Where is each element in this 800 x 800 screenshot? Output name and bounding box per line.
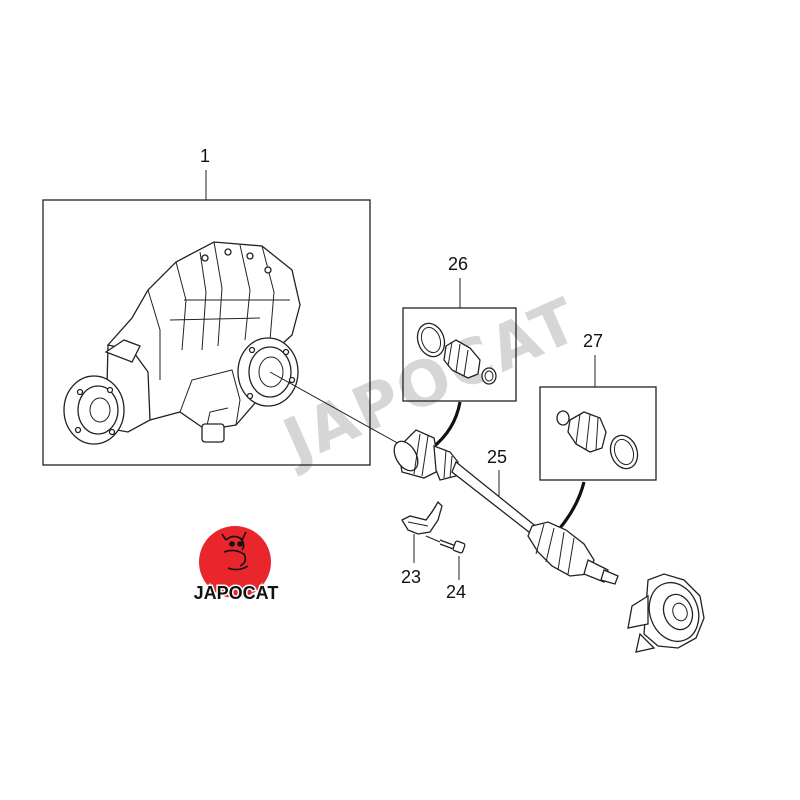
differential-assembly: [63, 241, 301, 445]
callout-1-label: 1: [200, 146, 210, 166]
clip-bolt: [425, 535, 466, 554]
callout-1[interactable]: 1: [200, 146, 210, 200]
outer-boot-kit: [556, 410, 639, 470]
logo-text: JAPOCAT: [194, 583, 279, 603]
callout-25-label: 25: [487, 447, 507, 467]
leader-diff-to-shaft: [269, 371, 411, 451]
callout-27-label: 27: [583, 331, 603, 351]
callout-24[interactable]: 24: [446, 556, 466, 602]
outer-boot-kit-frame: [539, 386, 657, 481]
shaft-clip: [401, 500, 443, 535]
inner-boot-kit-frame: [402, 307, 517, 402]
leader-27: [558, 481, 586, 530]
callout-25[interactable]: 25: [487, 447, 507, 500]
drive-shaft: [393, 429, 619, 585]
callout-23[interactable]: 23: [401, 534, 421, 587]
logo-red-disc: [199, 526, 271, 598]
callout-26-label: 26: [448, 254, 468, 274]
differential-frame: [42, 199, 371, 466]
callout-24-label: 24: [446, 582, 466, 602]
logo-mascot-icon: [221, 531, 249, 571]
wheel-hub: [627, 573, 705, 653]
inner-boot-kit: [416, 322, 497, 385]
japocat-logo: JAPOCAT: [192, 526, 280, 605]
callout-23-label: 23: [401, 567, 421, 587]
callout-26[interactable]: 26: [448, 254, 468, 308]
callout-27[interactable]: 27: [583, 331, 603, 387]
